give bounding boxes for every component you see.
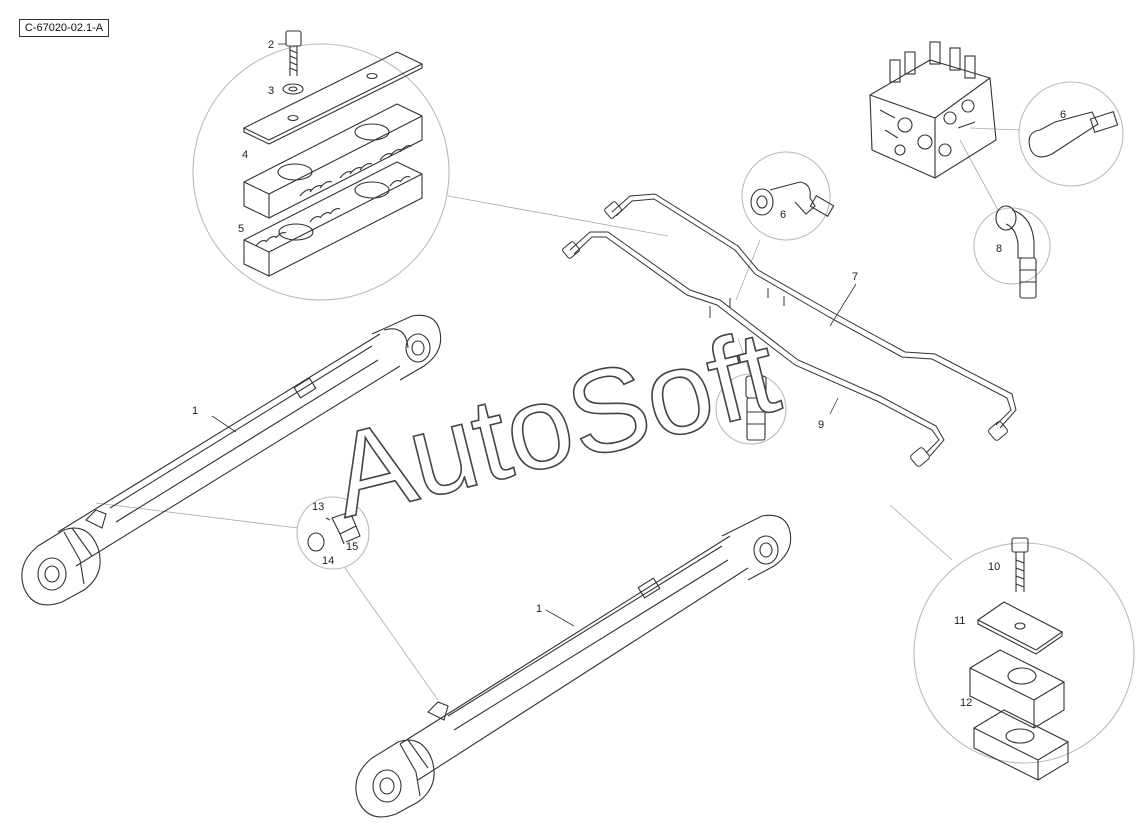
fitting-6-right [1028,110,1119,158]
diagram-reference-label: C-67020-02.1-A [19,19,109,37]
pipe-7 [604,193,1017,441]
fitting-6-mid [750,181,835,217]
callout-1: 1 [192,405,198,417]
callout-7: 7 [852,271,858,283]
callout-8: 8 [996,243,1002,255]
callout-2: 2 [268,39,274,51]
detail-circle-clamp-top [192,43,450,301]
clamp-block-12-upper [969,649,1065,729]
fitting-8-right [995,205,1037,299]
callout-3: 3 [268,85,274,97]
detail-circle-fitting-8b [715,373,787,445]
detail-circle-fitting-6 [1018,81,1124,187]
callout-10: 10 [988,561,1000,573]
callout-11: 11 [954,615,965,627]
control-valve-block [869,41,997,179]
detail-leaders [95,127,1021,701]
callout-6: 6 [780,209,786,221]
fitting-8-mid [745,375,767,441]
detail-circle-fitting-8 [973,207,1051,285]
clamp-block-12-lower [973,709,1069,781]
callout-leaders [211,43,857,627]
callout-4: 4 [242,149,248,161]
callout-12: 12 [960,697,972,709]
callout-15: 15 [346,541,358,553]
plate-4 [242,51,424,145]
callout-numbers: 1 1 2 3 4 5 6 6 7 8 8 9 10 11 12 13 14 1… [192,39,1066,709]
bolt-10 [1011,537,1029,592]
detail-circle-grease-fitting [296,496,370,570]
callout-1: 1 [536,603,542,615]
plate-11 [976,601,1064,655]
callout-13: 13 [312,501,324,513]
callout-5: 5 [238,223,244,235]
callout-6: 6 [1060,109,1066,121]
detail-circle-fitting-6b [741,151,831,241]
callout-8: 8 [731,398,737,410]
callout-9: 9 [818,419,824,431]
hydraulic-cylinder-1-lower [355,514,792,818]
bolt-2 [285,30,302,76]
detail-circle-clamp-bottom [913,542,1135,764]
hydraulic-cylinder-1-upper [21,314,442,606]
watermark-text: AutoSoft [319,305,790,543]
washer-3 [282,83,304,95]
pipe-9 [562,231,945,467]
grease-fitting-13-15 [325,511,361,545]
clamp-half-lower-5 [243,161,423,277]
callout-14: 14 [322,555,334,567]
clamp-half-upper-5 [243,103,423,219]
seal-ring-14 [307,532,325,552]
